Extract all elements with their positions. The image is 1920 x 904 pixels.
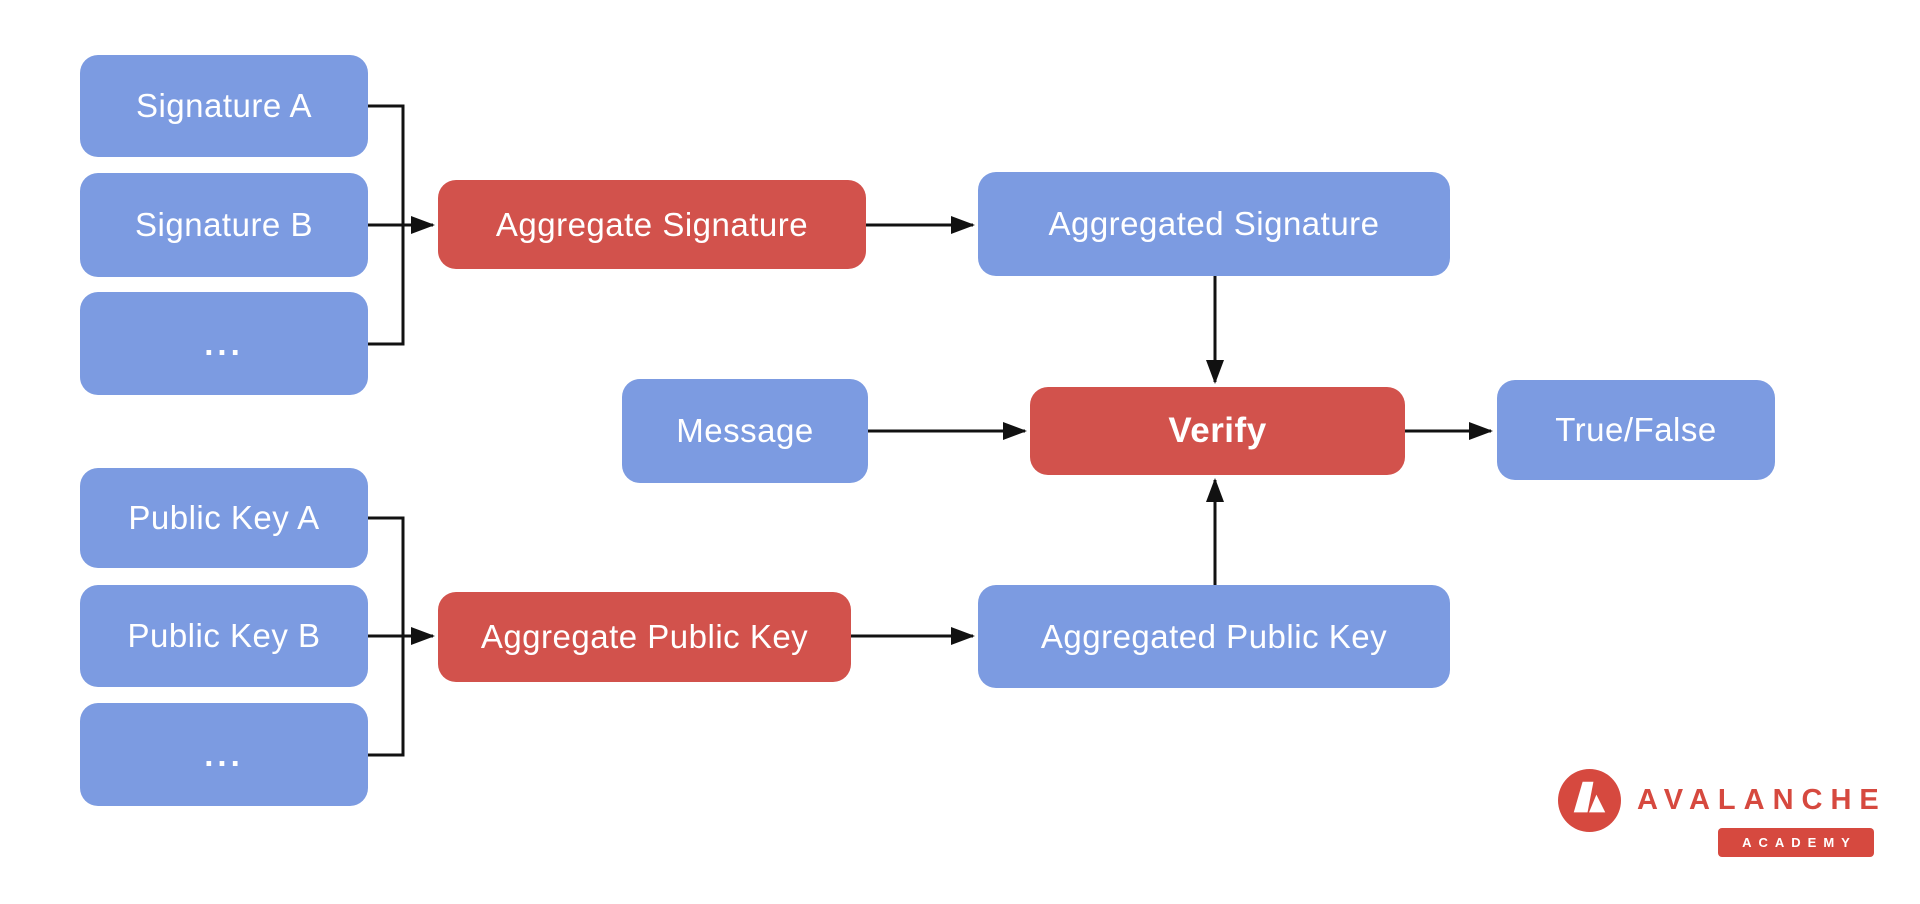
node-signature-ellipsis: ...: [80, 292, 368, 395]
node-aggregate-public-key: Aggregate Public Key: [438, 592, 851, 682]
avalanche-academy-logo: AVALANCHE ACADEMY: [1558, 769, 1888, 859]
node-message: Message: [622, 379, 868, 483]
node-aggregated-public-key: Aggregated Public Key: [978, 585, 1450, 688]
node-public-key-ellipsis: ...: [80, 703, 368, 806]
public-keys-merge-bracket: [368, 516, 405, 757]
node-public-key-b: Public Key B: [80, 585, 368, 687]
node-verify: Verify: [1030, 387, 1405, 475]
academy-badge: ACADEMY: [1718, 828, 1874, 857]
node-true-false: True/False: [1497, 380, 1775, 480]
node-aggregated-signature: Aggregated Signature: [978, 172, 1450, 276]
node-signature-a: Signature A: [80, 55, 368, 157]
avalanche-logo-icon: [1558, 769, 1621, 832]
avalanche-wordmark: AVALANCHE: [1637, 784, 1887, 816]
signatures-merge-bracket: [368, 104, 405, 346]
node-aggregate-signature: Aggregate Signature: [438, 180, 866, 269]
node-public-key-a: Public Key A: [80, 468, 368, 568]
node-signature-b: Signature B: [80, 173, 368, 277]
